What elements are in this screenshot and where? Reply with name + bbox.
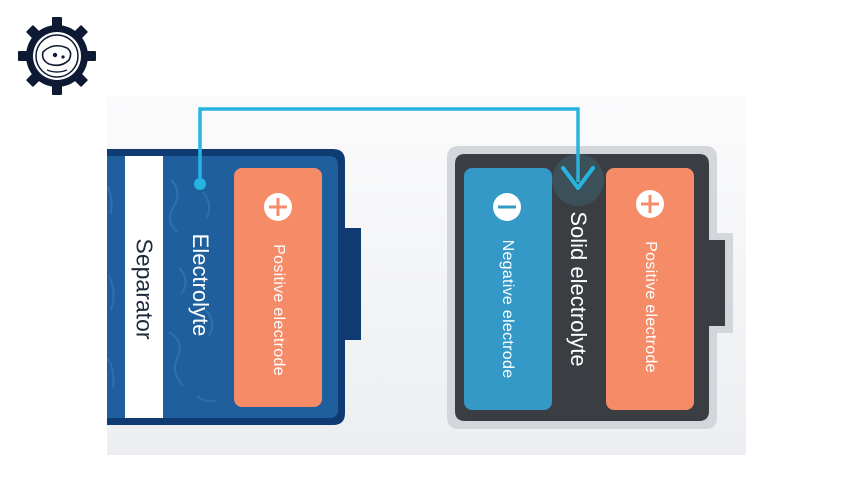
separator-label: Separator	[131, 238, 158, 340]
separator-strip	[125, 156, 163, 418]
arrow-down-icon	[561, 166, 595, 190]
electrolyte-texture	[107, 179, 218, 403]
negative-electrode	[464, 168, 552, 410]
right-positive-electrode	[606, 168, 694, 410]
left-positive-electrode-label: Positive electrode	[270, 244, 287, 376]
left-positive-electrode	[234, 168, 322, 407]
logo-gear-emblem-icon	[18, 17, 96, 95]
ion-flow-wire	[198, 107, 580, 184]
right-positive-electrode-label: Positive electrode	[642, 241, 659, 373]
wire-start-dot	[194, 178, 206, 190]
arrow-glow	[552, 154, 604, 206]
plus-circle-icon	[264, 193, 292, 221]
electrolyte-label: Electrolyte	[188, 233, 213, 337]
negative-electrode-label: Negative electrode	[499, 239, 516, 379]
minus-circle-icon	[493, 193, 521, 221]
solid-electrolyte-label: Solid electrolyte	[566, 211, 591, 367]
plus-circle-icon	[636, 190, 664, 218]
battery-diagram: Separator Electrolyte Positive electrode…	[107, 96, 746, 455]
